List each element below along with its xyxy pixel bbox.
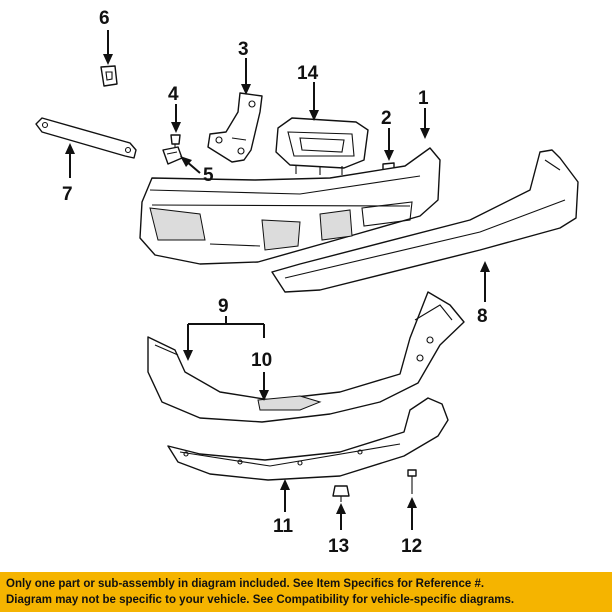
callout-1: 1 xyxy=(418,88,429,109)
callout-6: 6 xyxy=(99,8,110,29)
leader-1 xyxy=(420,108,430,139)
callout-8: 8 xyxy=(477,306,488,327)
leader-4 xyxy=(171,104,181,133)
callout-11: 11 xyxy=(273,516,294,537)
callout-10: 10 xyxy=(251,350,272,371)
leader-10 xyxy=(259,372,269,401)
callout-12: 12 xyxy=(401,536,422,557)
callout-3: 3 xyxy=(238,39,249,60)
part-6-clip xyxy=(100,65,118,87)
callout-13: 13 xyxy=(328,536,349,557)
leader-13 xyxy=(336,503,346,530)
callout-5: 5 xyxy=(203,165,214,186)
leader-5 xyxy=(180,156,201,174)
part-1-bumper-reinforcement xyxy=(139,147,441,265)
callout-4: 4 xyxy=(168,84,179,105)
part-7-bracket xyxy=(35,117,137,159)
disclaimer-banner: Only one part or sub-assembly in diagram… xyxy=(0,572,612,612)
part-8-bumper-cover xyxy=(271,149,579,293)
callout-14: 14 xyxy=(297,63,319,84)
leader-14 xyxy=(309,82,319,121)
diagram-canvas: 6 3 14 4 5 7 2 1 8 9 10 11 13 12 xyxy=(35,8,579,557)
callout-7: 7 xyxy=(62,184,73,205)
leader-12 xyxy=(407,497,417,530)
part-5-retainer xyxy=(162,146,183,165)
part-11-air-deflector xyxy=(167,397,449,481)
disclaimer-line-2: Diagram may not be specific to your vehi… xyxy=(6,594,515,606)
leader-3 xyxy=(241,58,251,95)
parts-diagram: 6 3 14 4 5 7 2 1 8 9 10 11 13 12 xyxy=(35,8,579,557)
leader-6 xyxy=(103,30,113,65)
disclaimer-line-1: Only one part or sub-assembly in diagram… xyxy=(6,578,485,590)
part-12-screw xyxy=(407,469,417,494)
leader-9 xyxy=(183,316,265,361)
callout-9: 9 xyxy=(218,296,229,317)
part-9-valance xyxy=(147,291,465,423)
leader-2 xyxy=(384,128,394,161)
part-13-clip xyxy=(332,485,350,502)
leader-11 xyxy=(280,479,290,512)
leader-7 xyxy=(65,143,75,178)
part-14-lamp-bracket xyxy=(275,117,369,175)
leader-8 xyxy=(480,261,490,302)
callout-2: 2 xyxy=(381,108,392,129)
part-3-mount-bracket xyxy=(207,92,263,163)
